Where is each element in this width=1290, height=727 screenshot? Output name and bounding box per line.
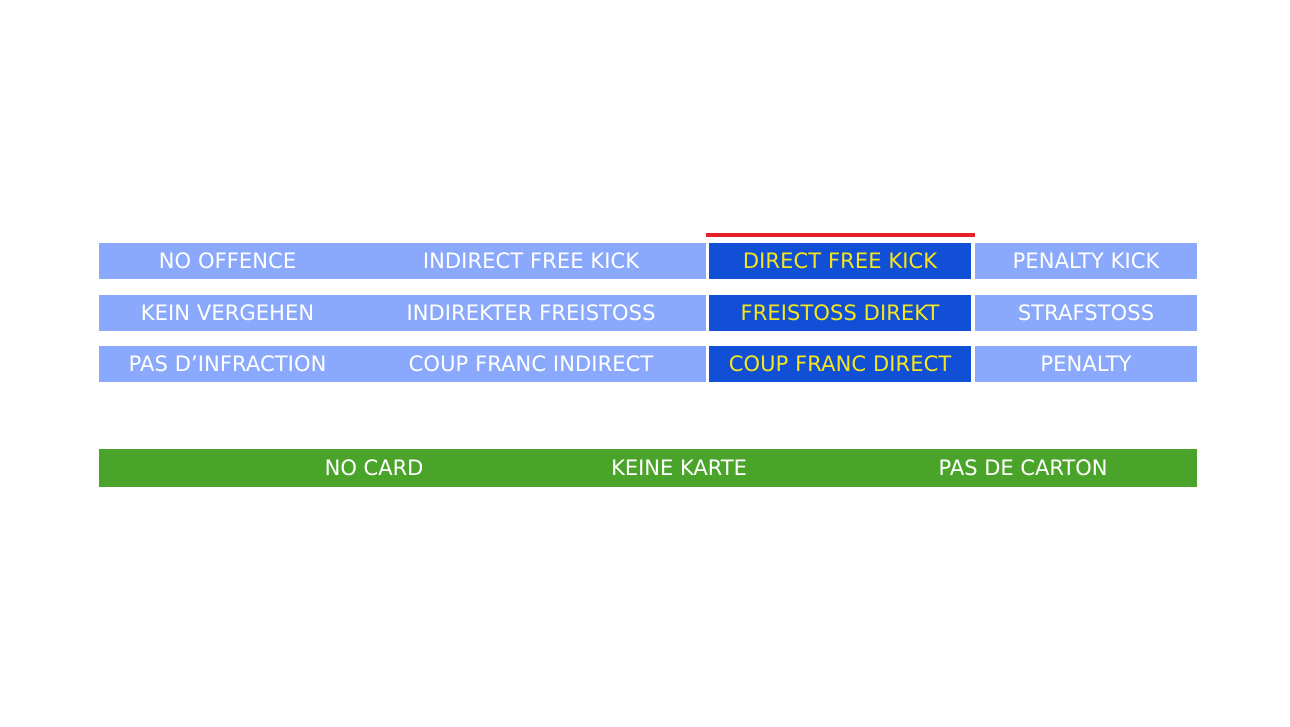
option-penalty-kick[interactable]: STRAFSTOSS: [975, 295, 1197, 331]
option-penalty-kick[interactable]: PENALTY KICK: [975, 243, 1197, 279]
option-direct-free-kick[interactable]: COUP FRANC DIRECT: [709, 346, 971, 382]
card-label-german: KEINE KARTE: [611, 456, 747, 480]
option-indirect-free-kick[interactable]: INDIREKTER FREISTOSS: [356, 295, 706, 331]
option-no-offence[interactable]: NO OFFENCE: [99, 243, 356, 279]
option-indirect-free-kick[interactable]: COUP FRANC INDIRECT: [356, 346, 706, 382]
decision-row-english: NO OFFENCE INDIRECT FREE KICK DIRECT FRE…: [99, 243, 1197, 279]
option-no-offence[interactable]: KEIN VERGEHEN: [99, 295, 356, 331]
option-indirect-free-kick[interactable]: INDIRECT FREE KICK: [356, 243, 706, 279]
selected-column-indicator: [706, 233, 975, 237]
card-label-english: NO CARD: [324, 456, 424, 480]
decision-row-german: KEIN VERGEHEN INDIREKTER FREISTOSS FREIS…: [99, 295, 1197, 331]
option-no-offence[interactable]: PAS D’INFRACTION: [99, 346, 356, 382]
card-decision-bar[interactable]: NO CARD KEINE KARTE PAS DE CARTON: [99, 449, 1197, 487]
option-direct-free-kick[interactable]: DIRECT FREE KICK: [709, 243, 971, 279]
card-label-french: PAS DE CARTON: [938, 456, 1108, 480]
decision-row-french: PAS D’INFRACTION COUP FRANC INDIRECT COU…: [99, 346, 1197, 382]
option-penalty-kick[interactable]: PENALTY: [975, 346, 1197, 382]
option-direct-free-kick[interactable]: FREISTOSS DIREKT: [709, 295, 971, 331]
